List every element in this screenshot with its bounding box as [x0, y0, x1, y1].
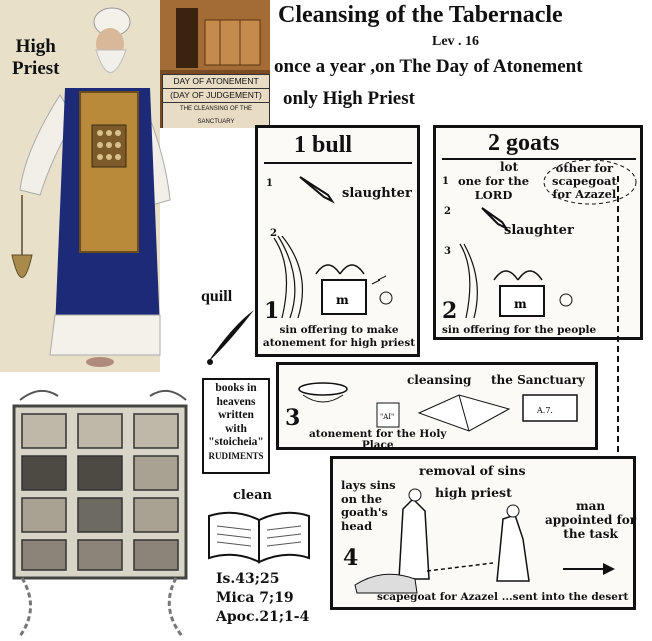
- bull-step1-number: 1: [266, 178, 273, 189]
- svg-text:"AI": "AI": [380, 413, 394, 421]
- goats-step1-number: 1: [442, 176, 449, 187]
- bull-caption: sin offering to make atonement for high …: [262, 324, 416, 349]
- removal-high-priest: high priest: [435, 485, 512, 500]
- breastplate-illustration: [0, 378, 200, 641]
- sanctuary-drawings: "AI" A.7.: [298, 382, 578, 432]
- sanctuary-panel: cleansing the Sanctuary "AI" A.7. 3 aton…: [276, 362, 598, 451]
- removal-big-number: 4: [343, 545, 359, 571]
- svg-text:A.7.: A.7.: [536, 406, 553, 415]
- knife-icon: [481, 207, 509, 231]
- goats-step3-number: 3: [444, 246, 451, 257]
- sanctuary-cleansing-label: cleansing: [407, 373, 472, 387]
- goats-lot-label: lot: [500, 160, 519, 174]
- goats-step2-label: slaughter: [504, 223, 574, 238]
- scripture-reference: Lev . 16: [432, 34, 480, 49]
- photo-caption-line1: DAY OF ATONEMENT: [163, 75, 269, 89]
- goats-panel: 2 goats lot 1 one for the LORD other for…: [433, 125, 643, 340]
- quill-label: quill: [201, 288, 233, 305]
- bull-big-number: 1: [264, 298, 280, 324]
- scapegoat-scene: [354, 488, 615, 594]
- dashed-oval: [543, 159, 637, 205]
- ark-and-veil-drawing: m: [459, 243, 573, 319]
- knife-icon: [299, 176, 335, 204]
- goat-for-the-lord: one for the LORD: [458, 174, 530, 202]
- priest-label: High Priest: [12, 36, 60, 79]
- goats-heading: 2 goats: [488, 130, 560, 156]
- goat-for-azazel: other for scapegoat for Azazel: [552, 161, 617, 201]
- high-priest-illustration: High Priest: [0, 0, 171, 372]
- svg-text:m: m: [514, 297, 527, 311]
- breastplate-drawing: [12, 389, 188, 637]
- removal-man-appointed: man appointed for the task: [545, 499, 637, 541]
- subtitle-line1: once a year ,on The Day of Atonement: [274, 56, 583, 77]
- svg-text:m: m: [336, 293, 349, 307]
- removal-lays-sins: lays sins on the goath's head: [341, 478, 396, 533]
- bull-heading: 1 bull: [294, 132, 353, 158]
- bull-step1-label: slaughter: [342, 186, 412, 201]
- day-of-atonement-photo: DAY OF ATONEMENT (DAY OF JUDGEMENT) THE …: [160, 0, 270, 128]
- removal-of-sins-panel: removal of sins lays sins on the goath's…: [330, 456, 636, 610]
- page-title: Cleansing of the Tabernacle: [278, 2, 563, 28]
- goats-step2-number: 2: [444, 206, 451, 217]
- ark-and-veil-drawing: m: [273, 235, 393, 319]
- sanctuary-title-label: the Sanctuary: [491, 373, 585, 387]
- books-in-heavens-box: books in heavens written with "stoicheia…: [202, 378, 270, 474]
- quill-icon: [207, 310, 254, 365]
- removal-caption: scapegoat for Azazel ...sent into the de…: [377, 591, 629, 603]
- bull-panel: 1 bull 1 slaughter 2 m 1 sin offering to…: [255, 125, 420, 357]
- clean-label: clean: [233, 488, 272, 503]
- removal-title: removal of sins: [419, 463, 526, 478]
- bull-heading-underline: [264, 162, 412, 164]
- photo-caption-line2: (DAY OF JUDGEMENT): [163, 89, 269, 103]
- goats-big-number: 2: [442, 298, 458, 324]
- open-book-icon: [208, 511, 310, 564]
- photo-caption-line3: THE CLEANSING OF THE SANCTUARY: [180, 106, 252, 125]
- high-priest-figure: [0, 0, 171, 372]
- goats-caption: sin offering for the people: [442, 324, 597, 336]
- sanctuary-big-number: 3: [285, 405, 301, 431]
- goats-heading-underline: [442, 158, 636, 160]
- subtitle-line2: only High Priest: [283, 88, 415, 109]
- sanctuary-caption: atonement for the Holy Place: [309, 428, 447, 451]
- bull-step2-number: 2: [270, 228, 277, 239]
- scripture-references: Is.43;25 Mica 7;19 Apoc.21;1-4: [216, 571, 310, 625]
